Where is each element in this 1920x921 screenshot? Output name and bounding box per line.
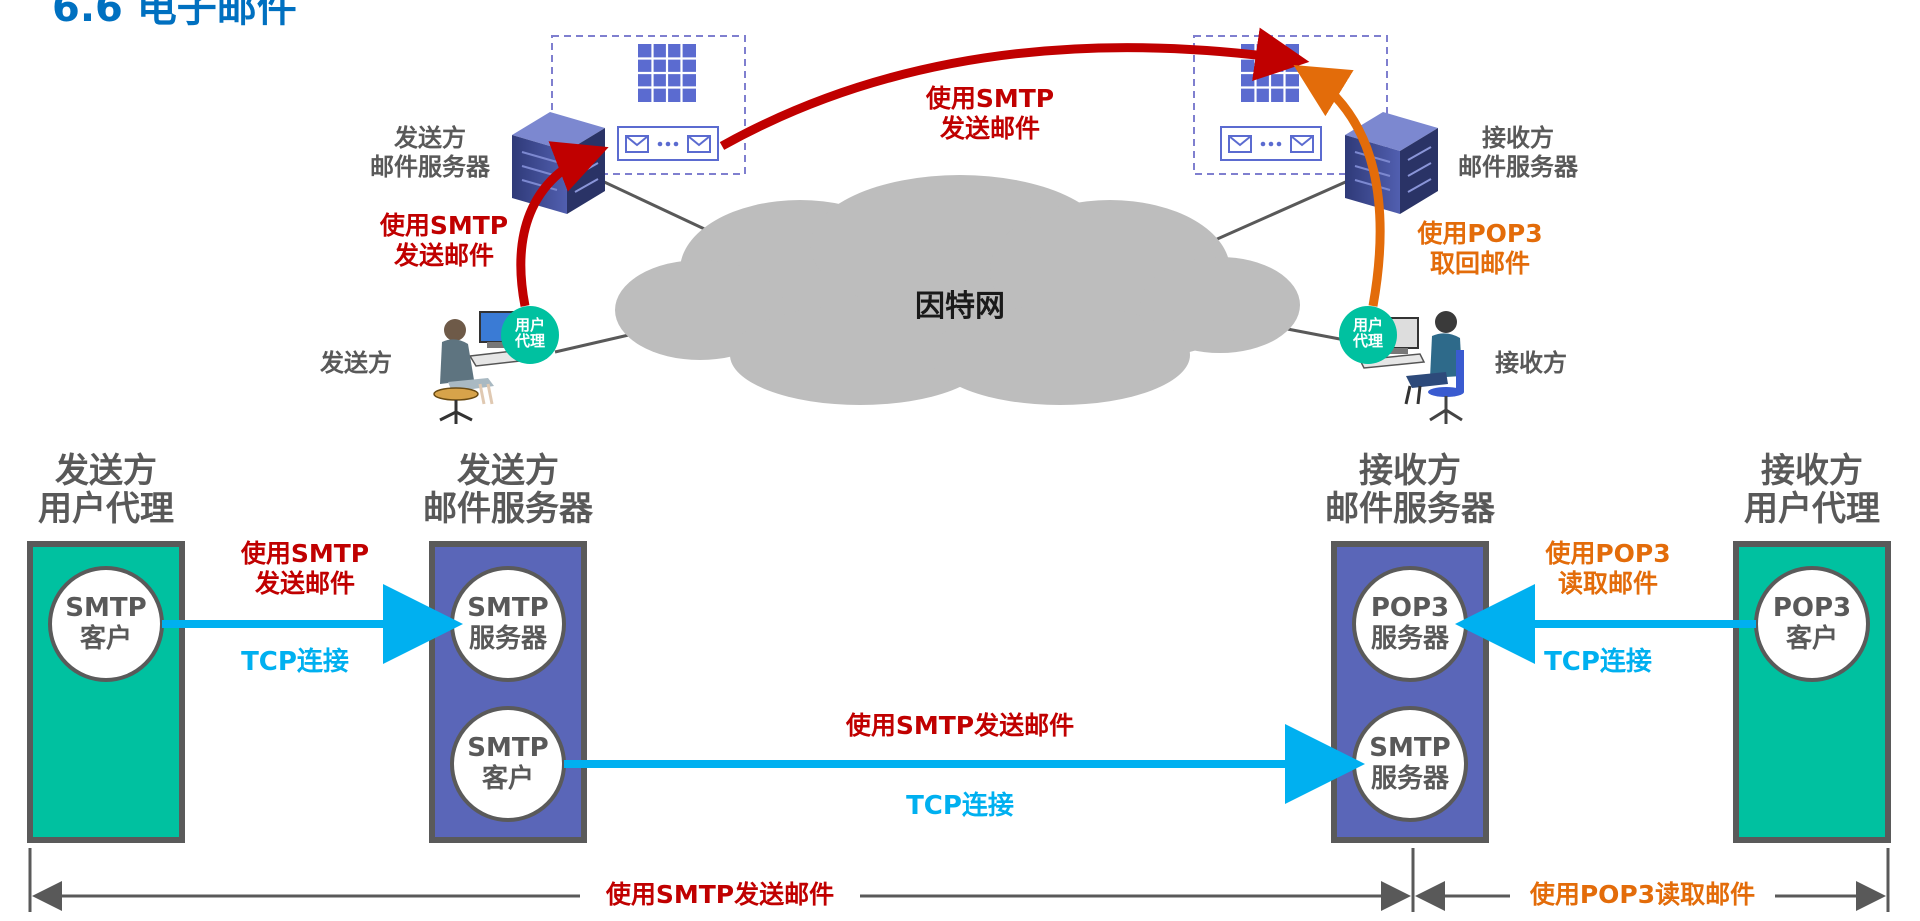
right-tcp-label: TCP连接 (1544, 647, 1652, 677)
receiver-user-agent-badge-label: 用户代理 (1352, 316, 1383, 350)
receiver-label: 接收方 (1495, 349, 1567, 377)
span-pop3-label: 使用POP3读取邮件 (1510, 880, 1775, 910)
sender-ms-header: 发送方邮件服务器 (423, 451, 593, 530)
receiver-ua-header: 接收方用户代理 (1744, 451, 1880, 530)
receiver-server-label: 接收方邮件服务器 (1458, 124, 1578, 181)
sender-label: 发送方 (320, 349, 392, 377)
middle-tcp-label: TCP连接 (906, 791, 1014, 821)
smtp-arrow-server-to-server (719, 27, 1310, 150)
internet-label: 因特网 (915, 289, 1005, 324)
sender-ua-header: 发送方用户代理 (38, 451, 174, 530)
internet-cloud (615, 175, 1300, 405)
middle-link-label: 使用SMTP发送邮件 (845, 711, 1075, 740)
span-smtp-label: 使用SMTP发送邮件 (580, 880, 860, 910)
smtp-arrow-sender-to-server (516, 141, 609, 307)
link-receiver-server-to-cloud (1214, 178, 1351, 242)
sender-mailbox-grid-icon (638, 44, 696, 102)
receiver-mailbox-envelope-icon (1220, 126, 1322, 161)
sender-server-icon (512, 112, 605, 214)
sender-user-agent-badge (501, 306, 559, 364)
page-title: 6.6 电子邮件 (52, 0, 297, 31)
sender-mailbox (551, 35, 746, 175)
receiver-user-agent-badge (1339, 306, 1397, 364)
receiver-person-icon (1358, 311, 1464, 424)
sender-server-label: 发送方邮件服务器 (370, 124, 490, 181)
sender-user-agent-box (27, 541, 185, 843)
pop3-arrow-server-to-receiver (1293, 64, 1385, 307)
sender-mailbox-envelope-icon (617, 126, 719, 161)
sender-user-agent-badge-label: 用户代理 (514, 316, 545, 350)
left-tcp-label: TCP连接 (241, 647, 349, 677)
receiver-ms-header: 接收方邮件服务器 (1325, 451, 1495, 530)
